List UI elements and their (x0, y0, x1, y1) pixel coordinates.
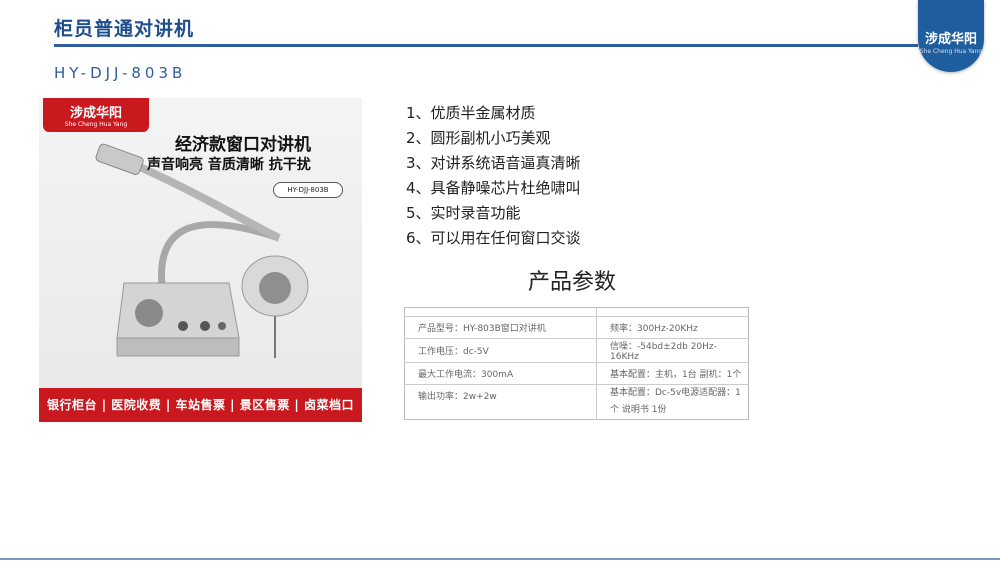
feature-list: 1、优质半金属材质 2、圆形副机小巧美观 3、对讲系统语音逼真清晰 4、具备静噪… (406, 101, 581, 251)
table-cell: 工作电压：dc-5V (404, 338, 597, 363)
table-row: 工作电压：dc-5V 信噪：-54bd±2db 20Hz-16KHz (404, 338, 749, 363)
feature-item: 6、可以用在任何窗口交谈 (406, 229, 581, 247)
table-cell: 最大工作电流：300mA (404, 362, 597, 385)
product-image: 涉成华阳 She Cheng Hua Yang 经济款窗口对讲机 声音响亮 音质… (39, 98, 362, 422)
brand-logo-text: 涉成华阳 (924, 32, 977, 47)
brand-logo: 涉成华阳 She Cheng Hua Yang (918, 0, 984, 72)
params-table: 产品型号：HY-803B窗口对讲机 频率：300Hz-20KHz 工作电压：dc… (404, 307, 749, 420)
intercom-device-illustration (95, 143, 309, 358)
speaker-grille (135, 299, 163, 327)
model-number: HY-DJJ-803B (54, 64, 187, 82)
table-cell: 基本配置：主机，1台 副机：1个 (596, 362, 749, 385)
table-row: 最大工作电流：300mA 基本配置：主机，1台 副机：1个 (404, 362, 749, 385)
table-row: 产品型号：HY-803B窗口对讲机 频率：300Hz-20KHz (404, 316, 749, 339)
brand-logo-pinyin: She Cheng Hua Yang (919, 48, 983, 55)
microphone-head (95, 143, 144, 175)
product-logo: 涉成华阳 She Cheng Hua Yang (43, 98, 149, 132)
title-divider (54, 44, 918, 47)
product-usage-banner: 银行柜台 | 医院收费 | 车站售票 | 景区售票 | 卤菜档口 (39, 388, 362, 422)
product-subheadline: 声音响亮 音质清晰 抗干扰 (147, 157, 311, 173)
table-cell: 产品型号：HY-803B窗口对讲机 (404, 316, 597, 339)
table-row: 输出功率：2w+2w 基本配置：Dc-5v电源适配器：1个 说明书 1份 (404, 384, 749, 420)
product-model-tag: HY-DJJ-803B (273, 182, 343, 198)
table-cell: 输出功率：2w+2w (404, 384, 597, 420)
table-cell: 基本配置：Dc-5v电源适配器：1个 说明书 1份 (596, 384, 749, 420)
table-cell: 信噪：-54bd±2db 20Hz-16KHz (596, 338, 749, 363)
params-heading: 产品参数 (528, 270, 617, 295)
gooseneck (158, 221, 281, 301)
feature-item: 5、实时录音功能 (406, 204, 521, 222)
feature-item: 3、对讲系统语音逼真清晰 (406, 154, 581, 172)
page-title: 柜员普通对讲机 (54, 18, 195, 40)
footer-divider (0, 558, 1000, 560)
table-cell: 频率：300Hz-20KHz (596, 316, 749, 339)
product-logo-text: 涉成华阳 (69, 106, 122, 121)
product-headline: 经济款窗口对讲机 (175, 135, 311, 155)
feature-item: 4、具备静噪芯片杜绝啸叫 (406, 179, 581, 197)
feature-item: 2、圆形副机小巧美观 (406, 129, 551, 147)
product-logo-pinyin: She Cheng Hua Yang (64, 121, 128, 128)
feature-item: 1、优质半金属材质 (406, 104, 536, 122)
